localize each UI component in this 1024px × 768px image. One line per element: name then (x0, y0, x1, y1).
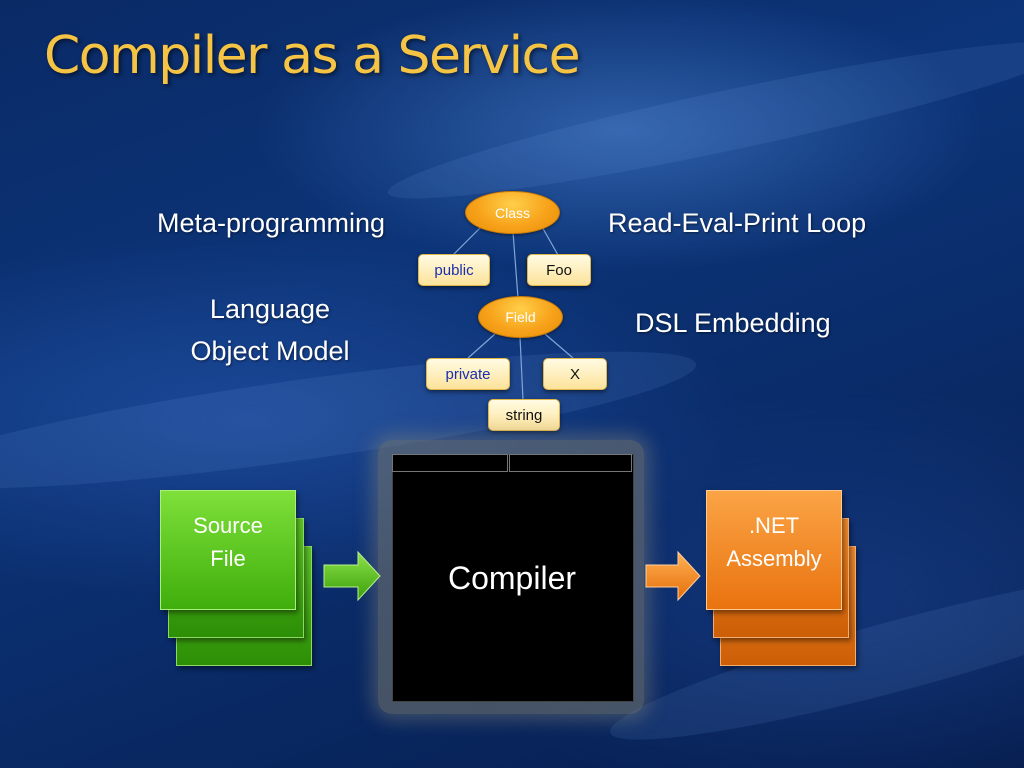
source-file-page-front: Source File (160, 490, 296, 610)
private-node-label: private (445, 365, 491, 383)
x-node: X (543, 358, 607, 390)
language-object-model-label: Language Object Model (170, 288, 370, 372)
foo-node-label: Foo (546, 261, 572, 279)
connector-class-public (452, 224, 484, 256)
x-node-label: X (569, 365, 580, 383)
meta-programming-label: Meta-programming (157, 208, 386, 238)
source-file-line-2: File (210, 546, 246, 571)
field-node: Field (478, 296, 563, 338)
slide-title: Compiler as a Service (44, 26, 581, 86)
source-file-line-1: Source (193, 513, 263, 538)
class-node-label: Class (494, 204, 530, 221)
public-node-label: public (434, 261, 474, 279)
foo-node: Foo (527, 254, 591, 286)
compiler-label: Compiler (447, 560, 577, 596)
class-node: Class (465, 191, 560, 234)
string-node: string (488, 399, 560, 431)
input-arrow-icon (323, 550, 381, 602)
connector-field-private (467, 333, 496, 359)
lom-line-2: Object Model (190, 336, 350, 366)
field-node-label: Field (505, 309, 536, 325)
string-node-label: string (505, 406, 543, 424)
assembly-line-1: .NET (748, 513, 800, 538)
dsl-embedding-label: DSL Embedding (635, 308, 831, 338)
output-arrow-icon (645, 550, 701, 602)
connector-class-foo (540, 224, 559, 256)
repl-label: Read-Eval-Print Loop (608, 208, 867, 238)
compiler-top-bar-left (392, 454, 508, 472)
compiler-box (392, 454, 634, 702)
assembly-line-2: Assembly (726, 546, 822, 571)
compiler-top-bar-right (509, 454, 632, 472)
assembly-page-front: .NET Assembly (706, 490, 842, 610)
public-node: public (418, 254, 490, 286)
connector-field-x (544, 333, 574, 359)
private-node: private (426, 358, 510, 390)
connector-field-string (519, 336, 524, 401)
lom-line-1: Language (209, 294, 331, 324)
connector-class-field (512, 231, 519, 299)
